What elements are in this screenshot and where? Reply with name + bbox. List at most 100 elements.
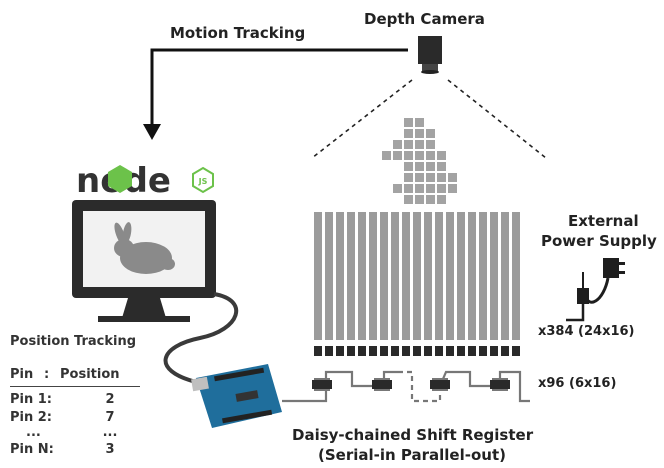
pixel [415,140,424,149]
actuator [424,346,432,356]
pixel [426,151,435,160]
pixel [393,151,402,160]
pixel [448,184,457,193]
actuator [402,346,410,356]
position-table: Pin : Position Pin 1: 2 Pin 2: 7 ... ...… [10,366,140,459]
actuator [512,346,520,356]
motion-tracking-arrow [150,48,408,128]
pins-count-label: x384 (24x16) [538,324,635,339]
pixel [448,173,457,182]
pin-bar [369,212,377,340]
pixel [404,184,413,193]
pin-bar [468,212,476,340]
pin-bar [457,212,465,340]
pixel [404,173,413,182]
actuator [501,346,509,356]
pin-bar [380,212,388,340]
position-tracking-label: Position Tracking [10,334,137,349]
shift-register-wiring [282,370,530,403]
pixel [437,173,446,182]
pixel [437,184,446,193]
table-header: Pin : Position [10,366,140,387]
arduino-board-icon [191,364,282,428]
pixel [437,195,446,204]
hexagon-icon [108,165,132,193]
actuator [325,346,333,356]
pixel [426,129,435,138]
usb-cable [163,292,239,384]
actuator [380,346,388,356]
position-cell: 2 [105,392,115,407]
pin-bar [402,212,410,340]
pixel [404,151,413,160]
actuator [457,346,465,356]
shift-register-chips [312,378,510,391]
pin-cell: ... [26,425,41,440]
shift-register-label-1: Daisy-chained Shift Register [292,426,534,444]
js-hexagon-icon [192,166,214,194]
pixel [393,184,402,193]
pixel-grid [382,118,457,204]
pixel [415,118,424,127]
pixel [426,140,435,149]
actuator [347,346,355,356]
table-row: Pin N: 3 [10,441,140,459]
pin-bar [314,212,322,340]
actuator [435,346,443,356]
pin-bar [336,212,344,340]
actuator [358,346,366,356]
pixel [415,184,424,193]
header-position: Position [60,367,120,382]
actuator [468,346,476,356]
pixel [404,118,413,127]
pixel [404,162,413,171]
pixel [415,195,424,204]
pixel [426,173,435,182]
position-cell: 3 [105,442,115,457]
shift-register-chip-icon [372,378,392,391]
pin-cell: Pin N: [10,442,54,457]
pixel [426,184,435,193]
header-pin: Pin [10,367,34,382]
pin-bar [413,212,421,340]
pin-bar [479,212,487,340]
actuator [490,346,498,356]
actuator-row [314,346,520,356]
bunny-icon [114,222,175,274]
shift-register-chip-icon [430,378,450,391]
depth-camera-label: Depth Camera [364,10,485,28]
actuator [446,346,454,356]
depth-camera-icon [418,36,442,74]
nodejs-logo: node JS [76,161,214,201]
pixel [404,195,413,204]
pin-bar [490,212,498,340]
pin-array [314,212,520,340]
power-plug-icon [566,258,625,322]
table-row: Pin 2: 7 [10,409,140,427]
shift-register-label-2: (Serial-in Parallel-out) [318,446,506,464]
table-row: Pin 1: 2 [10,391,140,409]
camera-fov-left [311,79,413,159]
js-badge: JS [198,177,208,186]
arrowhead-icon [143,124,161,140]
pin-bar [512,212,520,340]
pin-bar [424,212,432,340]
pixel [437,162,446,171]
actuator [479,346,487,356]
pixel [404,140,413,149]
shift-register-chip-icon [312,378,332,391]
pixel [437,151,446,160]
position-cell: ... [102,425,118,440]
pixel [426,195,435,204]
pixel [415,162,424,171]
registers-count-label: x96 (6x16) [538,376,617,391]
pin-bar [501,212,509,340]
pixel [415,129,424,138]
position-cell: 7 [105,410,115,425]
camera-fov-right [447,79,547,159]
pixel [382,151,391,160]
actuator [413,346,421,356]
pin-bar [446,212,454,340]
actuator [314,346,322,356]
actuator [391,346,399,356]
